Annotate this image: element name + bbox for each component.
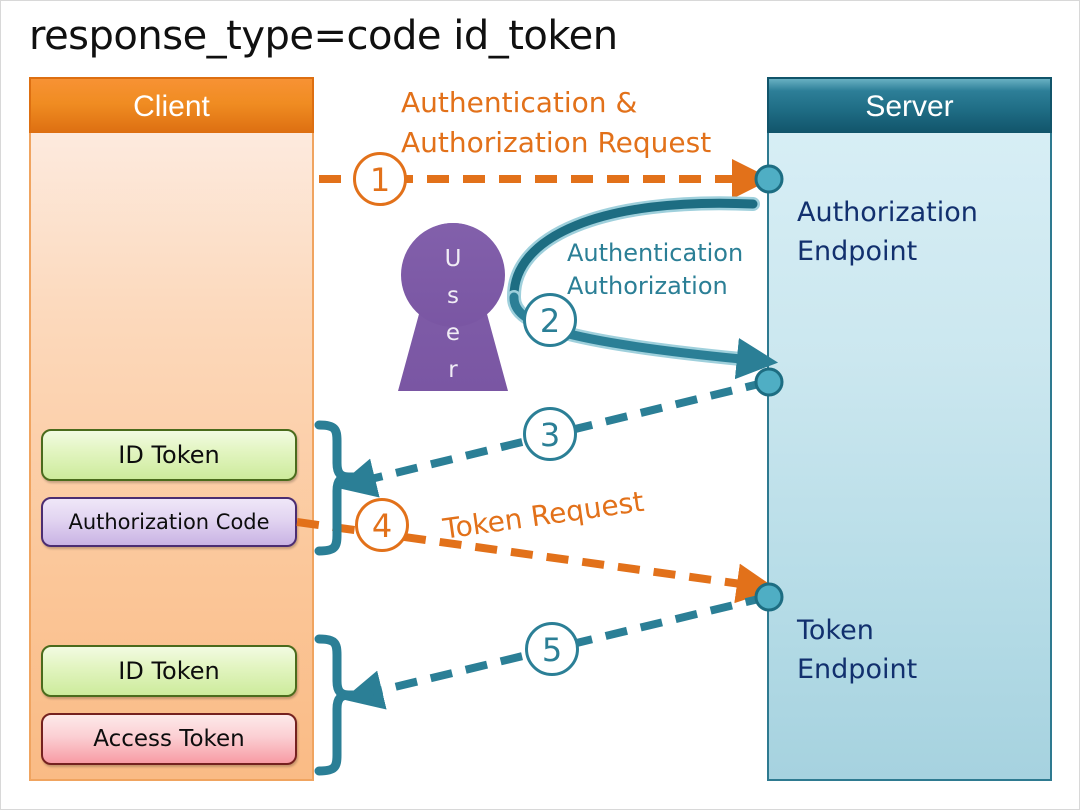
authorization-code-box: Authorization Code <box>41 497 297 547</box>
server-body: Authorization Endpoint Token Endpoint <box>769 133 1050 779</box>
connector-dot-token-endpoint <box>754 582 784 612</box>
client-header: Client <box>29 77 314 133</box>
token-endpoint-label: Token Endpoint <box>797 611 917 689</box>
step-badge-1: 1 <box>353 152 407 206</box>
server-column: Server Authorization Endpoint Token Endp… <box>767 77 1052 781</box>
server-header: Server <box>767 77 1052 133</box>
label-auth-request-line2: Authorization Request <box>401 126 712 159</box>
user-label: U s e r <box>393 241 513 389</box>
label-authentication-authorization-request: Authentication & Authorization Request <box>401 83 711 163</box>
step-badge-2: 2 <box>523 293 577 347</box>
user-letter-4: r <box>448 357 458 383</box>
authorization-endpoint-line2: Endpoint <box>797 236 918 267</box>
authorization-endpoint-label: Authorization Endpoint <box>797 193 978 271</box>
page-title: response_type=code id_token <box>29 13 618 59</box>
label-authn-line1: Authentication <box>567 239 744 267</box>
id-token-box-bottom: ID Token <box>41 645 297 697</box>
label-authn-line2: Authorization <box>567 272 728 300</box>
label-authentication-authorization: Authentication Authorization <box>567 237 743 303</box>
token-endpoint-line2: Endpoint <box>797 654 918 685</box>
token-group-brace-bottom <box>314 634 374 776</box>
user-letter-3: e <box>445 320 461 346</box>
token-endpoint-line1: Token <box>797 615 874 646</box>
user-letter-2: s <box>447 283 459 309</box>
access-token-box: Access Token <box>41 713 297 765</box>
flow-arrow-step-3 <box>336 378 768 498</box>
step-badge-3: 3 <box>523 407 577 461</box>
user-letter-1: U <box>444 246 462 272</box>
connector-dot-authorization-endpoint-response <box>754 367 784 397</box>
user-keyhole-icon <box>398 223 508 391</box>
id-token-box-top: ID Token <box>41 429 297 481</box>
token-group-brace-top <box>314 420 374 556</box>
connector-dot-authorization-endpoint <box>754 164 784 194</box>
authorization-endpoint-line1: Authorization <box>797 197 978 228</box>
label-auth-request-line1: Authentication & <box>401 86 638 119</box>
step-badge-5: 5 <box>525 622 579 676</box>
step-badge-4: 4 <box>355 498 409 552</box>
